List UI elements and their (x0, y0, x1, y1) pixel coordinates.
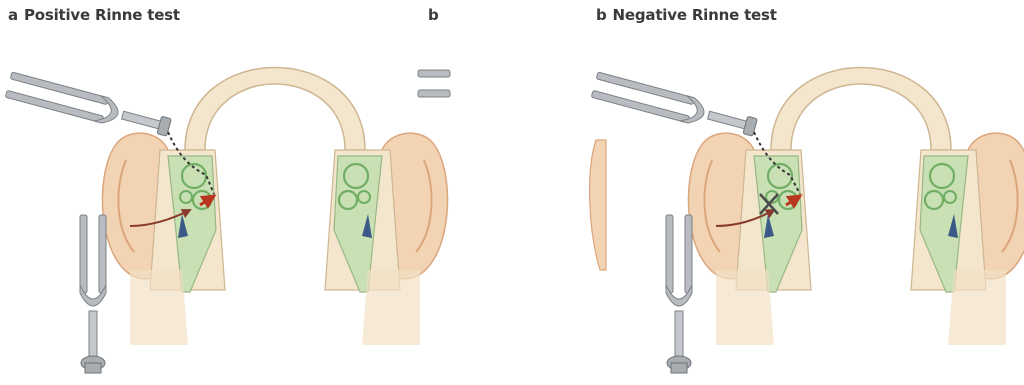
ear-diagram-icon (688, 68, 1024, 346)
panel-a-diagram (102, 68, 447, 346)
tuning-fork-icon (80, 215, 106, 373)
tuning-fork-icon (666, 215, 692, 373)
cut-ear-fragment (590, 140, 606, 270)
tuning-fork-icon (591, 72, 758, 140)
panel-b-cut-fork (418, 70, 450, 97)
tuning-fork-icon (5, 72, 172, 140)
panel-b-diagram (688, 68, 1024, 346)
ear-diagram-icon (102, 68, 447, 346)
